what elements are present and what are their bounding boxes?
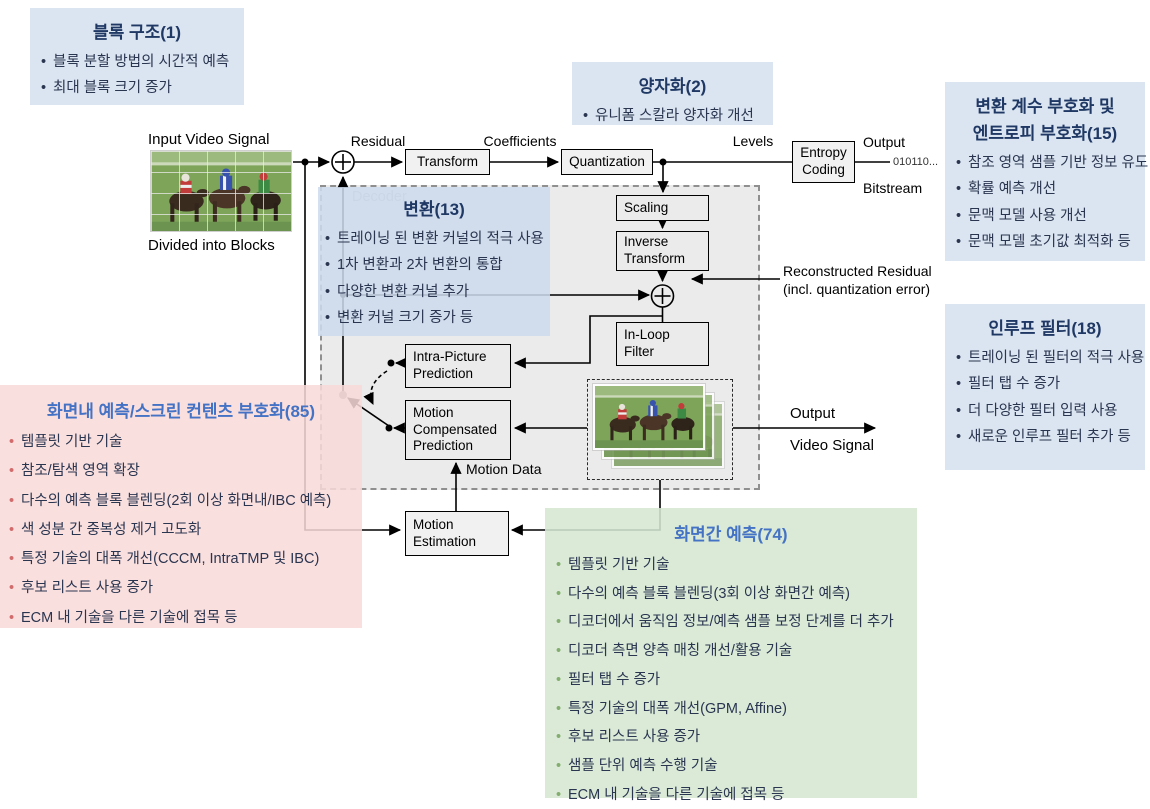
bullet-item: 문맥 모델 사용 개선 (955, 203, 1135, 230)
divided-into-blocks-label: Divided into Blocks (148, 237, 275, 254)
coefficients-label: Coefficients (483, 133, 557, 149)
motion-estimation-block: Motion Estimation (405, 511, 509, 556)
note-quantization: 양자화(2) 유니폼 스칼라 양자화 개선 (572, 62, 773, 130)
levels-label: Levels (732, 133, 774, 149)
entropy-coding-block: Entropy Coding (792, 141, 855, 183)
note-title: 인루프 필터(18) (988, 319, 1102, 338)
buffer-frame-front-image (593, 384, 705, 450)
residual-label: Residual (350, 133, 406, 149)
bullet-item: 다수의 예측 블록 블렌딩(2회 이상 화면내/IBC 예측) (8, 487, 354, 517)
bullet-item: 트레이닝 된 필터의 적극 사용 (955, 345, 1144, 372)
note-intra-prediction: 화면내 예측/스크린 컨텐츠 부호화(85) 템플릿 기반 기술 참조/탐색 영… (0, 385, 362, 633)
bullet-item: 후보 리스트 사용 증가 (8, 574, 354, 604)
bullet-item: 변환 커널 크기 증가 등 (324, 305, 544, 332)
bullet-item: ECM 내 기술을 다른 기술에 접목 등 (8, 604, 354, 634)
bullet-item: 특정 기술의 대폭 개선(CCCM, IntraTMP 및 IBC) (8, 545, 354, 575)
bullet-item: 트레이닝 된 변환 커널의 적극 사용 (324, 226, 544, 253)
bullet-item: 블록 분할 방법의 시간적 예측 (40, 49, 234, 76)
inloop-filter-block: In-Loop Filter (616, 322, 709, 366)
transform-block: Transform (405, 149, 490, 175)
note-inloop-filter: 인루프 필터(18) 트레이닝 된 필터의 적극 사용 필터 탭 수 증가 더 … (945, 304, 1145, 470)
bullet-item: 디코더에서 움직임 정보/예측 샘플 보정 단계를 더 추가 (555, 608, 907, 637)
bullet-item: 특정 기술의 대폭 개선(GPM, Affine) (555, 695, 907, 724)
intra-prediction-block: Intra-Picture Prediction (405, 344, 511, 388)
bitstream-bits-label: 010110... (893, 156, 939, 168)
inverse-transform-block: Inverse Transform (616, 231, 709, 271)
bullet-item: 템플릿 기반 기술 (555, 551, 907, 580)
bullet-item: ECM 내 기술을 다른 기술에 접목 등 (555, 781, 907, 809)
bullet-item: 템플릿 기반 기술 (8, 428, 354, 458)
note-title: 양자화(2) (638, 77, 707, 96)
note-title: 화면내 예측/스크린 컨텐츠 부호화(85) (46, 402, 316, 421)
output-label: Output (863, 134, 906, 150)
bullet-item: 문맥 모델 초기값 최적화 등 (955, 229, 1135, 256)
output-video-label-line1: Output (790, 405, 836, 422)
reconstructed-residual-label-line1: Reconstructed Residual (783, 263, 932, 279)
note-title-line1: 변환 계수 부호화 및 (975, 97, 1115, 116)
note-transform: 변환(13) 트레이닝 된 변환 커널의 적극 사용 1차 변환과 2차 변환의… (318, 187, 550, 336)
motion-compensated-prediction-block: Motion Compensated Prediction (405, 400, 511, 460)
bullet-item: 필터 탭 수 증가 (555, 666, 907, 695)
bullet-item: 유니폼 스칼라 양자화 개선 (582, 103, 763, 130)
note-title: 블록 구조(1) (92, 23, 182, 42)
input-frame-image (150, 150, 292, 232)
bullet-item: 새로운 인루프 필터 추가 등 (955, 424, 1135, 451)
bullet-item: 최대 블록 크기 증가 (40, 75, 234, 102)
bullet-item: 다수의 예측 블록 블렌딩(3회 이상 화면간 예측) (555, 580, 907, 609)
note-entropy-coding: 변환 계수 부호화 및 엔트로피 부호화(15) 참조 영역 샘플 기반 정보 … (945, 82, 1148, 261)
bitstream-label: Bitstream (863, 180, 923, 196)
block-grid-overlay (150, 150, 292, 232)
motion-data-label: Motion Data (466, 461, 542, 477)
reconstructed-residual-label-line2: (incl. quantization error) (783, 281, 931, 297)
quantization-block: Quantization (561, 149, 653, 175)
bullet-item: 참조/탐색 영역 확장 (8, 457, 354, 487)
bullet-item: 디코더 측면 양측 매칭 개선/활용 기술 (555, 637, 907, 666)
note-inter-prediction: 화면간 예측(74) 템플릿 기반 기술 다수의 예측 블록 블렌딩(3회 이상… (545, 508, 917, 809)
bullet-item: 샘플 단위 예측 수행 기술 (555, 752, 907, 781)
bullet-item: 다양한 변환 커널 추가 (324, 279, 544, 306)
note-title: 변환(13) (403, 200, 465, 219)
bullet-item: 1차 변환과 2차 변환의 통합 (324, 252, 544, 279)
scaling-block: Scaling (616, 195, 709, 221)
bullet-item: 후보 리스트 사용 증가 (555, 723, 907, 752)
note-title: 화면간 예측(74) (674, 525, 788, 544)
bullet-item: 확률 예측 개선 (955, 176, 1135, 203)
bullet-item: 색 성분 간 중복성 제거 고도화 (8, 516, 354, 546)
note-title-line2: 엔트로피 부호화(15) (972, 124, 1118, 143)
input-video-signal-label: Input Video Signal (148, 131, 270, 148)
decoded-picture-buffer (587, 379, 733, 480)
output-video-label-line2: Video Signal (790, 437, 874, 454)
bullet-item: 필터 탭 수 증가 (955, 371, 1135, 398)
bullet-item: 더 다양한 필터 입력 사용 (955, 398, 1135, 425)
bullet-item: 참조 영역 샘플 기반 정보 유도 (955, 150, 1148, 177)
note-block-structure: 블록 구조(1) 블록 분할 방법의 시간적 예측 최대 블록 크기 증가 (30, 8, 244, 105)
